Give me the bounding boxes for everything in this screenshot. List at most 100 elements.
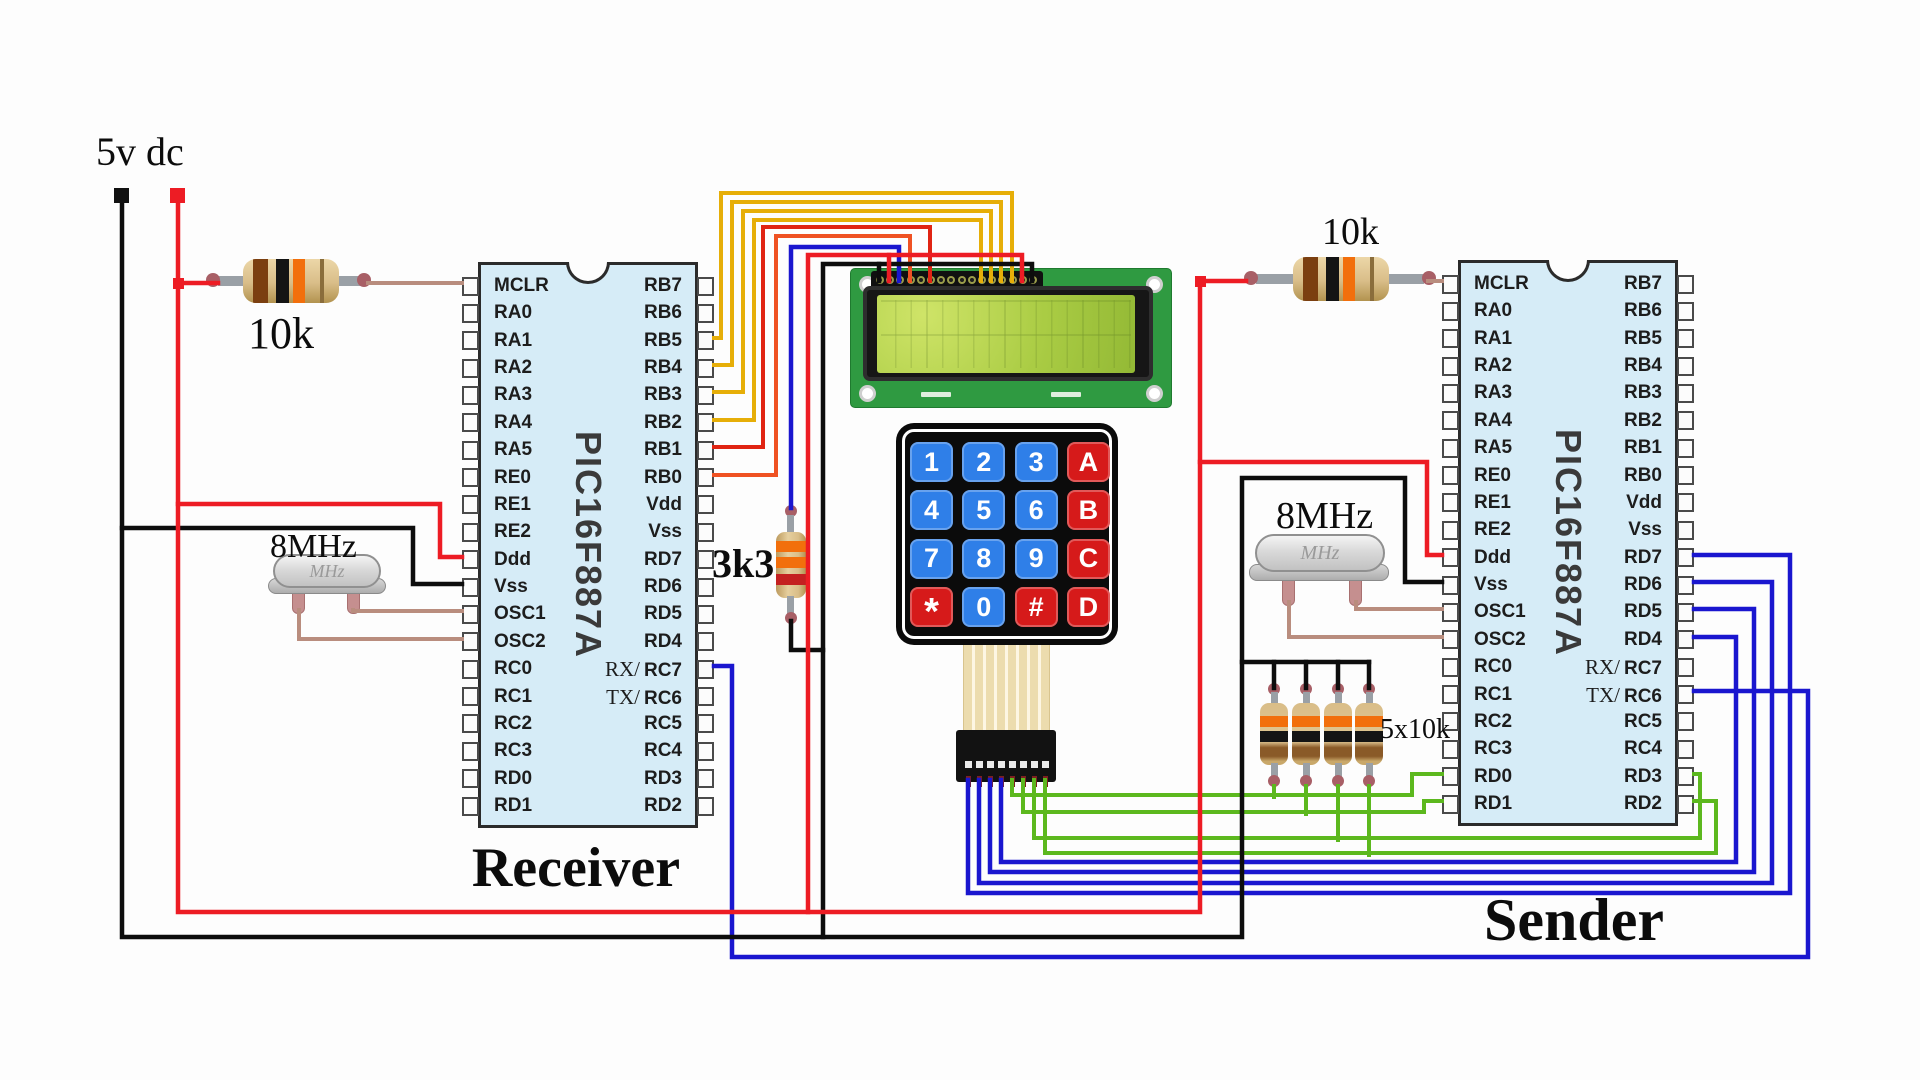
pin-RE1-left[interactable] — [1442, 493, 1459, 513]
keypad-key-1[interactable]: 1 — [910, 442, 953, 482]
pin-OSC2-left[interactable] — [462, 632, 479, 652]
pin-RA4-left[interactable] — [1442, 411, 1459, 431]
pullup-resistor-4[interactable] — [1355, 683, 1383, 789]
pin-MCLR-left[interactable] — [1442, 274, 1459, 294]
pin-RD2-right[interactable] — [697, 796, 714, 816]
pin-OSC2-left[interactable] — [1442, 630, 1459, 650]
pin-RA5-left[interactable] — [1442, 438, 1459, 458]
pin-RE2-left[interactable] — [462, 522, 479, 542]
keypad-key-C[interactable]: C — [1066, 538, 1110, 579]
pin-RC5-right[interactable] — [697, 714, 714, 734]
pin-RB5-right[interactable] — [1677, 329, 1694, 349]
pullup-resistor-3[interactable] — [1324, 683, 1352, 789]
pin-Ddd-left[interactable] — [1442, 548, 1459, 568]
pin-RC0-left[interactable] — [1442, 657, 1459, 677]
pin-RB6-right[interactable] — [1677, 301, 1694, 321]
pin-RA1-left[interactable] — [1442, 329, 1459, 349]
pullup-resistor-2[interactable] — [1292, 683, 1320, 789]
pin-RD3-right[interactable] — [1677, 767, 1694, 787]
pullup-resistor-1[interactable] — [1260, 683, 1288, 789]
pin-RE2-left[interactable] — [1442, 520, 1459, 540]
keypad-key-0[interactable]: 0 — [962, 587, 1006, 628]
pin-Vss-left[interactable] — [1442, 575, 1459, 595]
pin-OSC1-left[interactable] — [462, 604, 479, 624]
pin-RC6-right[interactable] — [697, 687, 714, 707]
pin-RC3-left[interactable] — [462, 741, 479, 761]
keypad-key-6[interactable]: 6 — [1014, 490, 1058, 531]
pin-RD3-right[interactable] — [697, 769, 714, 789]
pin-RD6-right[interactable] — [1677, 575, 1694, 595]
pin-RB2-right[interactable] — [1677, 411, 1694, 431]
keypad-key-3[interactable]: 3 — [1014, 442, 1058, 482]
pin-RA2-left[interactable] — [1442, 356, 1459, 376]
pin-RA3-left[interactable] — [462, 385, 479, 405]
pin-Ddd-left[interactable] — [462, 550, 479, 570]
pin-RB0-right[interactable] — [697, 468, 714, 488]
pin-RD7-right[interactable] — [1677, 548, 1694, 568]
pin-RD5-right[interactable] — [1677, 602, 1694, 622]
pin-RD1-left[interactable] — [462, 796, 479, 816]
pin-RC1-left[interactable] — [1442, 685, 1459, 705]
keypad-key-7[interactable]: 7 — [910, 538, 953, 579]
pin-RD2-right[interactable] — [1677, 794, 1694, 814]
pin-Vdd-right[interactable] — [1677, 493, 1694, 513]
sender-crystal[interactable]: MHz — [1249, 532, 1389, 606]
pin-RD1-left[interactable] — [1442, 794, 1459, 814]
pin-RB1-right[interactable] — [1677, 438, 1694, 458]
pin-RC5-right[interactable] — [1677, 712, 1694, 732]
pin-RB4-right[interactable] — [697, 358, 714, 378]
pin-RE0-left[interactable] — [462, 468, 479, 488]
pin-RA5-left[interactable] — [462, 440, 479, 460]
pin-RA2-left[interactable] — [462, 358, 479, 378]
keypad-key-*[interactable]: * — [910, 587, 953, 631]
pin-Vdd-right[interactable] — [697, 495, 714, 515]
pin-OSC1-left[interactable] — [1442, 602, 1459, 622]
pin-MCLR-left[interactable] — [462, 276, 479, 296]
pin-RB3-right[interactable] — [1677, 383, 1694, 403]
pin-RC1-left[interactable] — [462, 687, 479, 707]
pin-RC4-right[interactable] — [1677, 739, 1694, 759]
pin-Vss-right[interactable] — [1677, 520, 1694, 540]
pin-RB7-right[interactable] — [1677, 274, 1694, 294]
pin-RB6-right[interactable] — [697, 303, 714, 323]
pin-RB4-right[interactable] — [1677, 356, 1694, 376]
keypad-key-D[interactable]: D — [1066, 587, 1110, 628]
sender-mclr-resistor[interactable] — [1244, 255, 1436, 303]
keypad-key-B[interactable]: B — [1066, 490, 1110, 531]
5v-terminal[interactable] — [170, 188, 185, 203]
receiver-mclr-resistor[interactable] — [206, 257, 376, 305]
keypad-key-#[interactable]: # — [1014, 587, 1058, 628]
keypad-key-5[interactable]: 5 — [962, 490, 1006, 531]
pin-RB5-right[interactable] — [697, 331, 714, 351]
pin-RD4-right[interactable] — [1677, 630, 1694, 650]
pin-RC0-left[interactable] — [462, 659, 479, 679]
gnd-terminal[interactable] — [114, 188, 129, 203]
pin-RA3-left[interactable] — [1442, 383, 1459, 403]
pullup-resistor-pack[interactable] — [1246, 683, 1386, 789]
keypad-key-8[interactable]: 8 — [962, 538, 1006, 579]
pin-RC7-right[interactable] — [697, 659, 714, 679]
pin-RA0-left[interactable] — [1442, 301, 1459, 321]
pin-RB0-right[interactable] — [1677, 466, 1694, 486]
keypad-key-4[interactable]: 4 — [910, 490, 953, 531]
pin-RD4-right[interactable] — [697, 632, 714, 652]
pin-RB7-right[interactable] — [697, 276, 714, 296]
contrast-resistor-3k3[interactable] — [776, 503, 806, 627]
pin-RA1-left[interactable] — [462, 331, 479, 351]
pin-RB1-right[interactable] — [697, 440, 714, 460]
pin-RB3-right[interactable] — [697, 385, 714, 405]
pin-RE0-left[interactable] — [1442, 466, 1459, 486]
pin-RA4-left[interactable] — [462, 413, 479, 433]
pin-Vss-left[interactable] — [462, 577, 479, 597]
pin-RD0-left[interactable] — [462, 769, 479, 789]
keypad-key-A[interactable]: A — [1066, 442, 1110, 482]
pin-Vss-right[interactable] — [697, 522, 714, 542]
keypad-key-2[interactable]: 2 — [962, 442, 1006, 482]
pin-RA0-left[interactable] — [462, 303, 479, 323]
pin-RC4-right[interactable] — [697, 741, 714, 761]
pin-RD5-right[interactable] — [697, 604, 714, 624]
pin-RB2-right[interactable] — [697, 413, 714, 433]
